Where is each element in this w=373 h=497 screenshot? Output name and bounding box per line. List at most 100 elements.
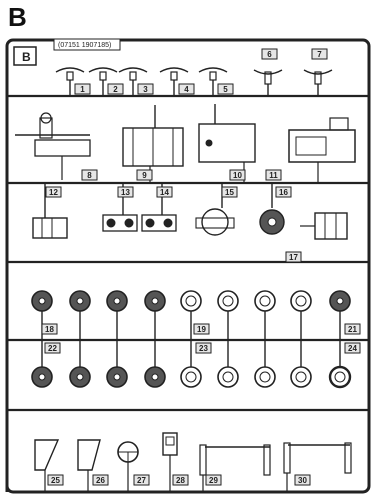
part-number-box	[344, 342, 361, 354]
wheel-hub	[113, 297, 121, 305]
part-top	[55, 67, 85, 73]
part-number-label: 16	[279, 188, 288, 197]
part-number-label: 4	[184, 85, 189, 94]
part-number-tag: 6	[261, 48, 278, 60]
wheel-hub	[336, 297, 344, 305]
part-number-tag: 24	[344, 342, 361, 354]
hub-hole	[124, 218, 134, 228]
sprue-code: (07151 1907185)	[58, 42, 111, 49]
part-number-tag: 25	[47, 474, 64, 486]
part-number-tag: 9	[136, 169, 153, 181]
hub	[102, 214, 138, 232]
wheel-bottom	[144, 340, 166, 388]
part-3	[118, 67, 148, 96]
wheel-hub	[185, 371, 197, 383]
muffler	[34, 139, 91, 157]
wheel-hub	[259, 295, 271, 307]
wheel-bottom	[290, 340, 312, 388]
part-number-label: 8	[87, 171, 92, 180]
part-top	[118, 67, 148, 73]
part-number-box	[81, 169, 98, 181]
tank	[198, 123, 256, 163]
bracket	[77, 439, 101, 471]
part-number-box	[275, 186, 292, 198]
part-number-label: 18	[45, 325, 54, 334]
part-number-label: 2	[113, 85, 118, 94]
sprue-frame	[5, 38, 371, 494]
part-number-box	[265, 169, 282, 181]
pipe-cap	[40, 112, 52, 124]
wheel-top	[106, 290, 128, 340]
part-top	[159, 67, 189, 73]
part-number-label: 12	[49, 188, 58, 197]
part-number-label: 27	[137, 476, 146, 485]
part-4	[159, 67, 189, 96]
wheel-hub	[151, 297, 159, 305]
part-number-label: 23	[199, 344, 208, 353]
outer-runner	[5, 38, 371, 494]
part-number-label: 3	[143, 85, 148, 94]
part-number-box	[137, 83, 154, 95]
wheel-bottom	[69, 340, 91, 388]
part-number-box	[311, 48, 328, 60]
wheel-hub	[295, 371, 307, 383]
tire-ring	[328, 365, 352, 389]
part-stem	[129, 71, 137, 81]
part-stem	[170, 71, 178, 81]
part-number-tag: 17	[285, 251, 302, 263]
wheel-hub	[267, 217, 277, 227]
part-number-box	[195, 342, 212, 354]
part-7	[303, 69, 333, 96]
part-number-tag: 21	[344, 323, 361, 335]
bracket	[34, 439, 60, 471]
seat-back	[162, 432, 178, 456]
mount	[195, 217, 235, 229]
part-17	[300, 212, 348, 240]
part-number-box	[344, 323, 361, 335]
part-number-tag: 23	[195, 342, 212, 354]
part-number-box	[172, 474, 189, 486]
wheel-top	[69, 290, 91, 340]
parts-layer	[15, 67, 356, 492]
part-number-label: 15	[225, 188, 234, 197]
wheel-top	[217, 290, 239, 340]
part-1	[55, 67, 85, 96]
frame-letter: B	[22, 50, 31, 64]
part-number-tag: 22	[44, 342, 61, 354]
part-number-tag: 14	[156, 186, 173, 198]
part-stem	[99, 71, 107, 81]
part-number-box	[217, 83, 234, 95]
part-number-box	[261, 48, 278, 60]
wheel-hub	[38, 373, 46, 381]
part-number-label: 7	[317, 50, 322, 59]
part-top	[88, 67, 118, 73]
part-stem	[209, 71, 217, 81]
part-number-label: 28	[176, 476, 185, 485]
part-number-box	[136, 169, 153, 181]
part-number-box	[107, 83, 124, 95]
part-number-label: 21	[348, 325, 357, 334]
part-number-tag: 3	[137, 83, 154, 95]
part-number-label: 22	[48, 344, 57, 353]
wheel-bottom	[254, 340, 276, 388]
wheel-top	[290, 290, 312, 340]
part-number-box	[47, 474, 64, 486]
part-number-box	[193, 323, 210, 335]
wheel-hub	[151, 373, 159, 381]
wheel-hub	[222, 371, 234, 383]
part-number-box	[117, 186, 134, 198]
part-16	[259, 183, 285, 235]
part-25	[34, 439, 60, 492]
post	[263, 444, 271, 476]
part-number-box	[41, 323, 58, 335]
part-number-label: 9	[142, 171, 147, 180]
part-number-tag: 27	[133, 474, 150, 486]
part-number-tag: 12	[45, 186, 62, 198]
part-9	[122, 105, 184, 183]
seat-pad	[165, 436, 175, 446]
part-number-box	[221, 186, 238, 198]
part-12	[32, 183, 68, 239]
wheel-bottom	[180, 340, 202, 388]
box-window	[295, 136, 327, 156]
